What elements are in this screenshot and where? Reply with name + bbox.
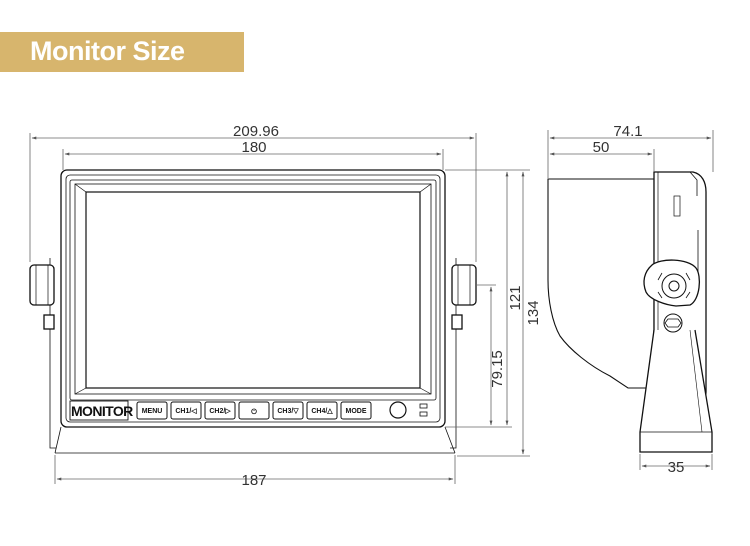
power-icon: ⏻ [251,408,257,416]
bracket-knob [643,259,701,307]
monitor-bezel [60,169,446,428]
menu-button-label: MENU [142,408,163,415]
dim-base-width: 187 [241,472,266,489]
ch1-button-label: CH1/◁ [175,408,197,415]
right-mount-knob [451,264,477,330]
dim-stand-width: 35 [668,459,685,476]
title-banner: Monitor Size [0,32,244,72]
lower-nut [663,313,683,333]
front-dimension-lines [29,133,530,484]
dim-screen-width: 180 [241,139,266,156]
dim-depth-total: 74.1 [613,123,642,140]
monitor-screen [85,191,421,389]
side-dimension-labels: 74.1 50 35 [593,123,685,476]
side-housing [547,178,655,389]
ir-sensor [389,401,407,419]
ch4-button-label: CH4/△ [311,408,333,415]
control-buttons [136,401,372,420]
dim-height-134: 134 [525,300,542,325]
side-dimension-lines [547,130,714,470]
button-labels: MENU CH1/◁ CH2/▷ ⏻ CH3/▽ CH4/△ MODE [142,408,367,416]
ch2-button-label: CH2/▷ [209,408,231,415]
dim-height-121: 121 [507,285,524,310]
mode-button-label: MODE [346,408,367,415]
dim-height-79-15: 79.15 [489,350,506,388]
dim-overall-width: 209.96 [233,123,279,140]
indicator-led-1 [419,403,428,409]
brand-label-box [69,400,129,421]
front-view [29,169,477,454]
side-view [547,171,713,453]
brand-label: MONITOR [71,403,133,419]
left-mount-knob [29,264,55,330]
banner-title: Monitor Size [30,36,185,66]
indicator-led-2 [419,411,428,417]
side-stand [639,329,713,453]
front-dimension-labels: 209.96 180 187 121 134 79.15 [233,123,542,489]
dim-depth-housing: 50 [593,139,610,156]
ch3-button-label: CH3/▽ [277,408,299,415]
